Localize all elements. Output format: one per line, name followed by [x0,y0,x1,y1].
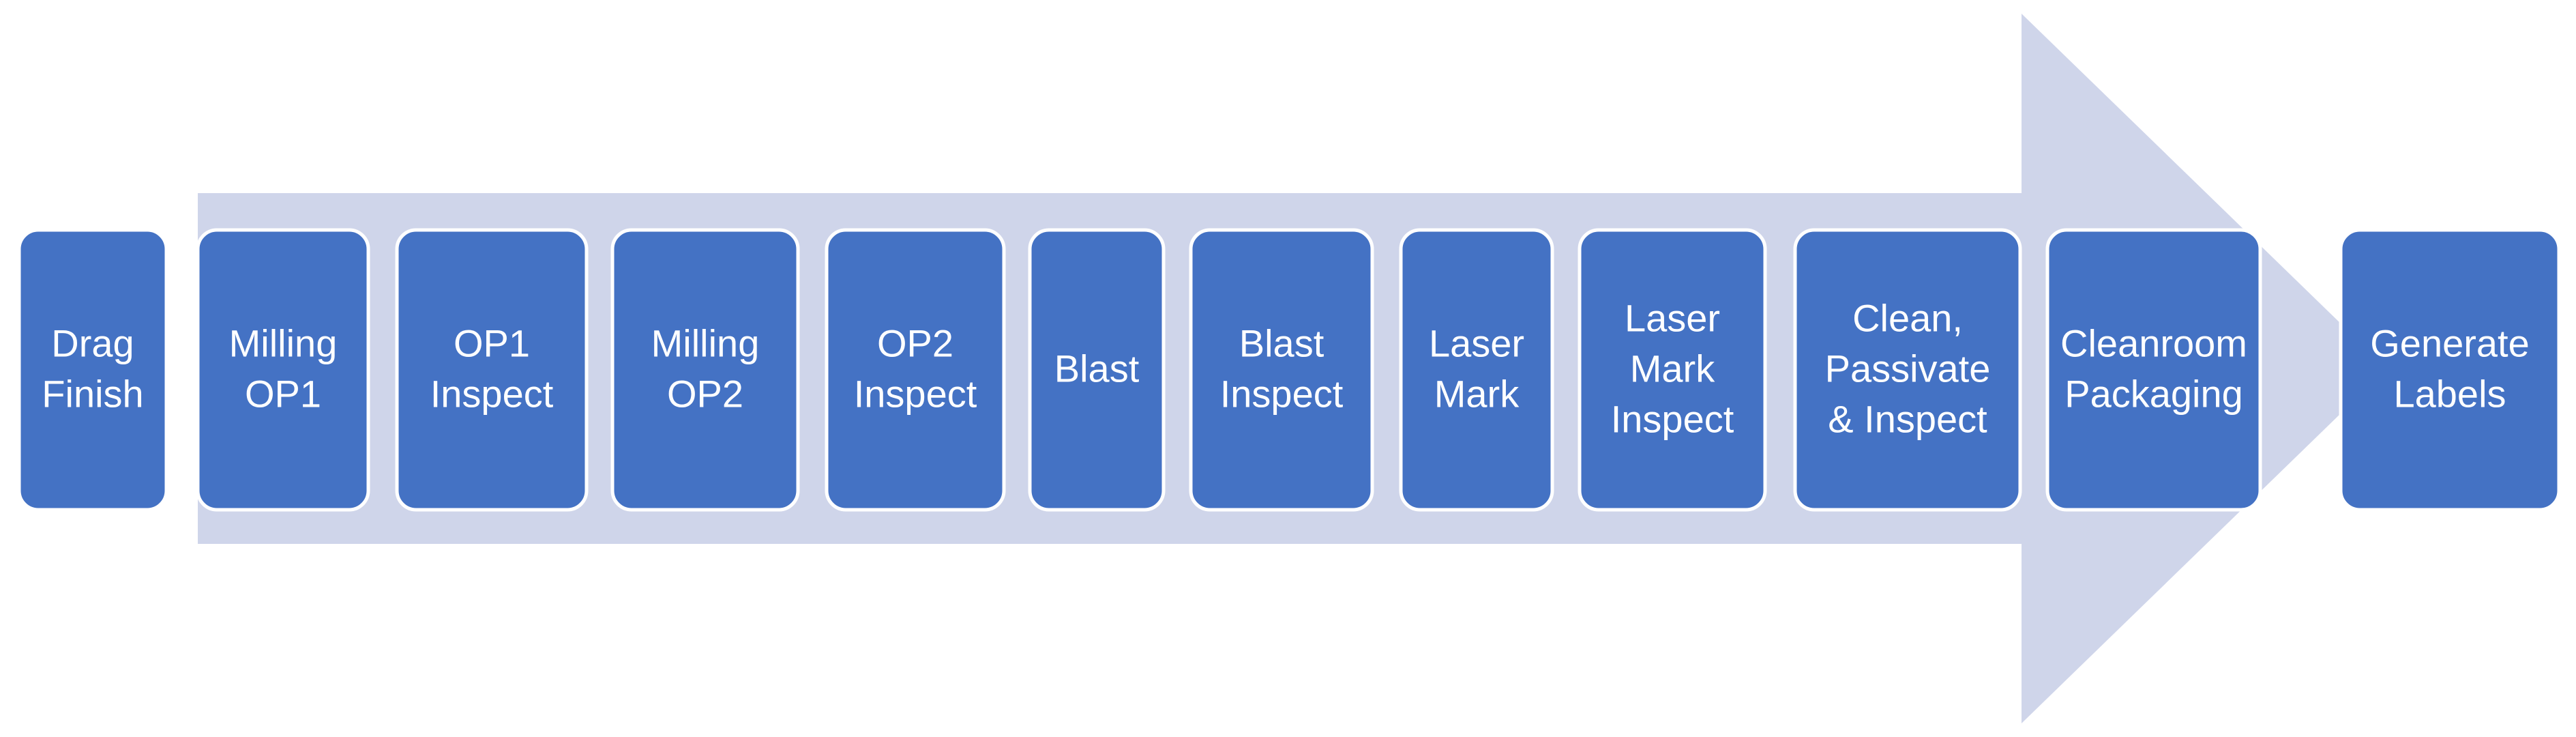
step-label-line: Inspect [430,373,554,416]
step-label-line: Inspect [1611,398,1734,441]
step-label-line: Blast [1054,347,1140,390]
step-label-line: OP2 [667,373,743,416]
step-label-line: Clean, [1852,297,1963,340]
step-label-line: Finish [42,373,143,416]
step-label-line: Blast [1239,322,1324,365]
step-box [17,228,168,512]
step-box [196,228,370,512]
process-step: Blast [1028,228,1166,512]
step-label: Blast [1054,347,1140,390]
step-box [1793,228,2022,512]
step-label-line: Labels [2393,373,2506,416]
step-label-line: Laser [1625,297,1720,340]
step-label-line: Drag [51,322,134,365]
step-label-line: OP2 [877,322,953,365]
step-box [1028,228,1166,512]
step-box [610,228,800,512]
step-label-line: Inspect [854,373,977,416]
step-box [1578,228,1767,512]
step-label-line: Cleanroom [2060,322,2247,365]
step-box [825,228,1006,512]
step-label-line: Laser [1429,322,1524,365]
step-box [1189,228,1374,512]
step-label-line: Inspect [1220,373,1344,416]
step-label-line: Mark [1434,373,1520,416]
step-label-line: Packaging [2064,373,2243,416]
step-box [1399,228,1554,512]
step-box [2339,228,2561,512]
step-label-line: Generate [2370,322,2530,365]
step-label-line: OP1 [245,373,321,416]
step-box [395,228,589,512]
step-label-line: OP1 [454,322,530,365]
step-box [2045,228,2262,512]
step-label-line: Milling [651,322,760,365]
process-step: Clean, Passivate & Inspect [1793,228,2022,512]
step-label-line: Passivate [1825,347,1991,390]
step-label-line: & Inspect [1828,398,1987,441]
step-label-line: Mark [1630,347,1715,390]
step-label-line: Milling [229,322,338,365]
step-label: Clean, Passivate & Inspect [1825,297,1991,441]
